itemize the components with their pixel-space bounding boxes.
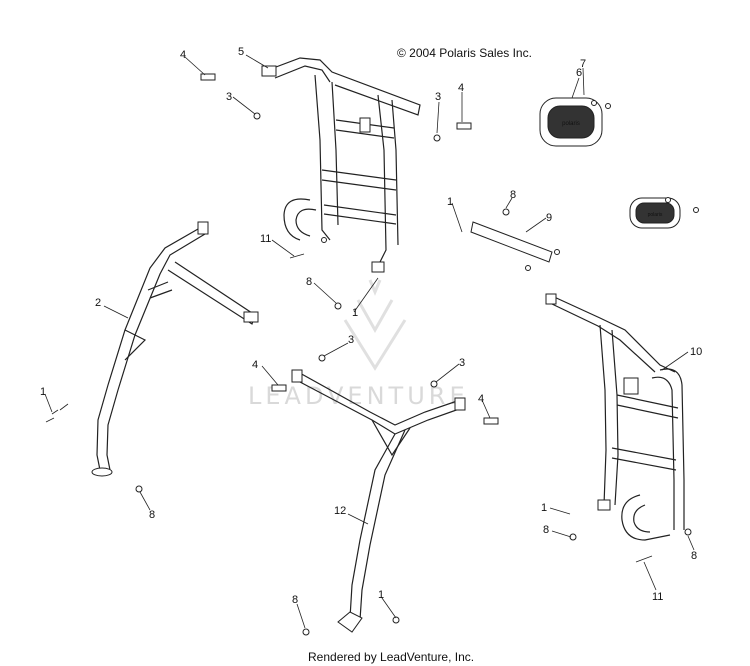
callout-label: 3 (348, 334, 354, 346)
callout-label: 3 (435, 91, 441, 103)
callout-label: 1 (352, 307, 358, 319)
svg-text:polaris: polaris (562, 121, 580, 127)
cross-brace (470, 221, 553, 263)
svg-text:polaris: polaris (648, 212, 663, 218)
leader-lines (44, 54, 695, 629)
callout-label: 12 (334, 505, 346, 517)
callout-label: 1 (541, 502, 547, 514)
callout-label: 8 (306, 276, 312, 288)
watermark-logo (343, 279, 407, 371)
callout-label: 1 (378, 589, 384, 601)
callout-label: 6 (576, 67, 582, 79)
callout-label: 1 (447, 196, 453, 208)
rear-frame-right (545, 293, 685, 541)
copyright-text: © 2004 Polaris Sales Inc. (397, 46, 532, 60)
callout-label: 4 (478, 393, 484, 405)
rendered-by-text: Rendered by LeadVenture, Inc. (308, 650, 475, 664)
callout-label: 7 (580, 58, 586, 70)
callout-label: 4 (180, 49, 186, 61)
callout-label: 10 (690, 346, 702, 358)
rear-frame-upper (261, 57, 421, 273)
callout-label: 8 (149, 509, 155, 521)
callout-label: 9 (546, 212, 552, 224)
callout-label: 2 (95, 297, 101, 309)
front-frame-center (291, 369, 466, 633)
callout-label: 4 (458, 82, 464, 94)
callout-label: 4 (252, 359, 258, 371)
callout-label: 8 (292, 594, 298, 606)
callout-label: 8 (691, 550, 697, 562)
callout-label: 8 (543, 524, 549, 536)
callout-label: 1 (40, 386, 46, 398)
callout-label: 11 (652, 591, 663, 603)
pad-assembly: polaris polaris (539, 97, 681, 229)
callout-label: 11 (260, 233, 271, 245)
hardware (45, 73, 699, 636)
callout-label: 8 (510, 189, 516, 201)
side-frame-left (91, 221, 259, 477)
callout-label: 3 (226, 91, 232, 103)
callout-labels: 4 5 3 3 4 6 7 8 9 1 11 8 1 2 3 4 3 4 1 8… (40, 46, 702, 606)
callout-label: 5 (238, 46, 244, 58)
callout-label: 3 (459, 357, 465, 369)
